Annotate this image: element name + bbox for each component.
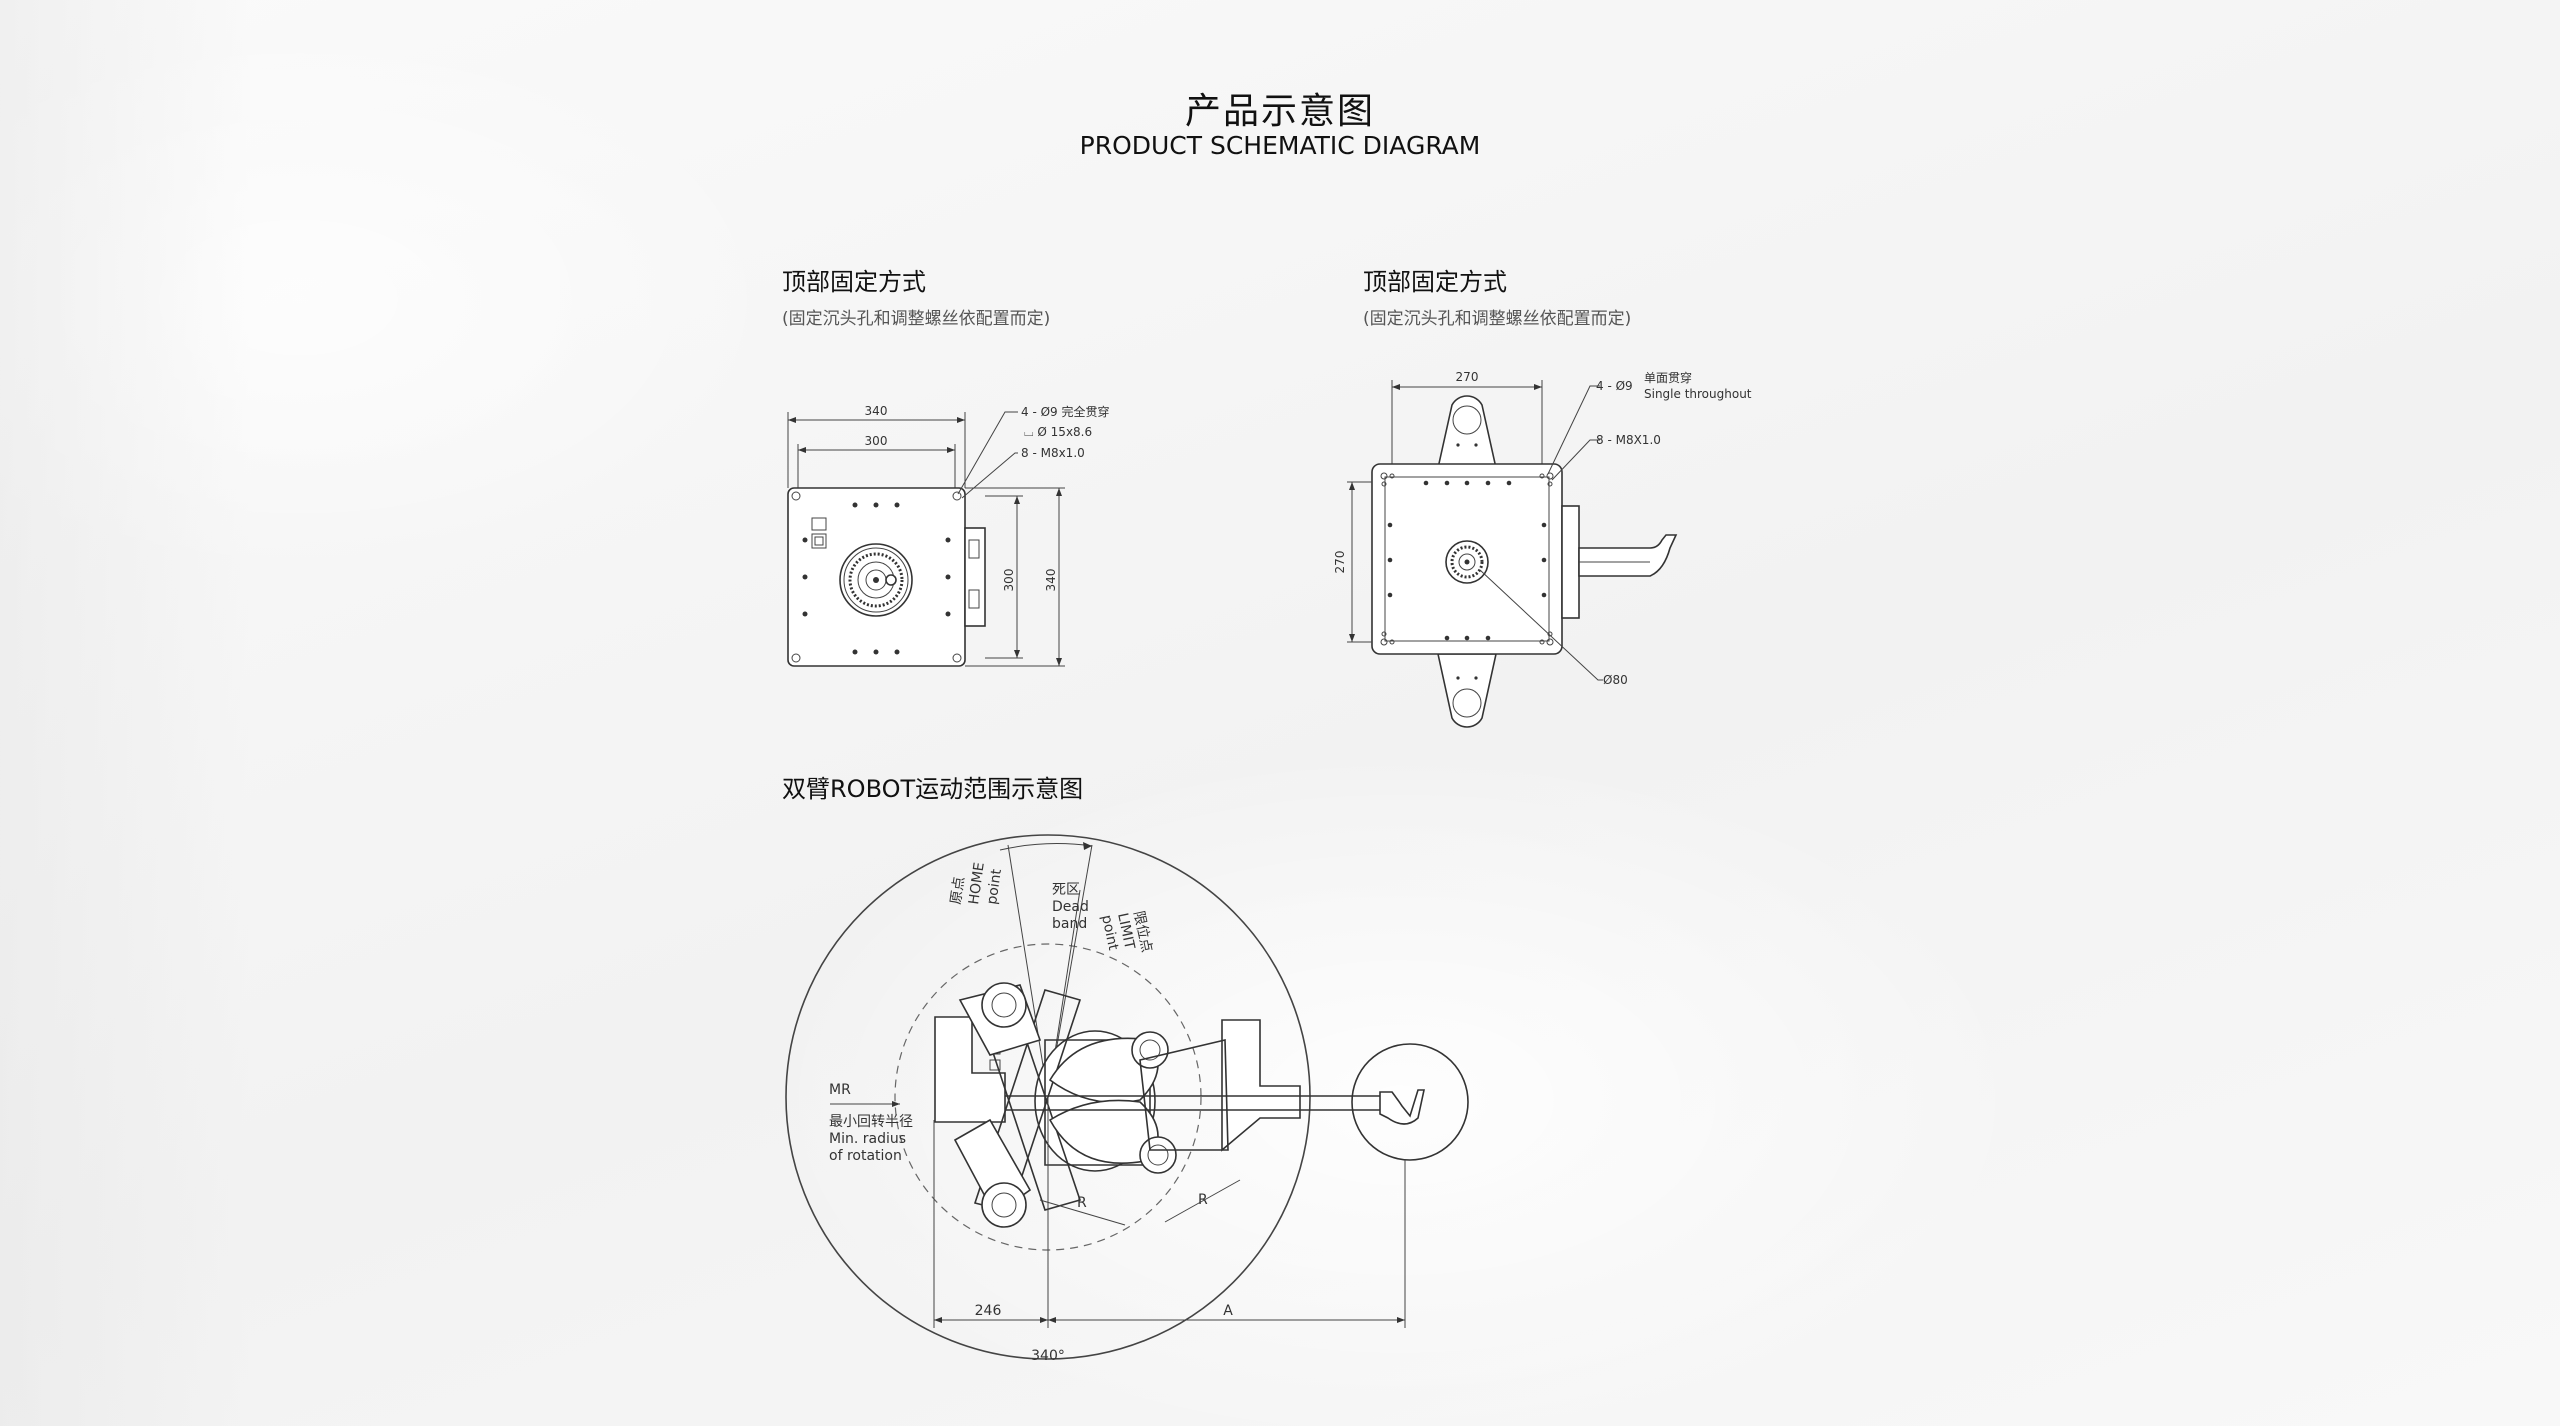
dim-270-top: 270 <box>1456 370 1479 384</box>
label-dead-en2: band <box>1052 916 1087 932</box>
left-section-title: 顶部固定方式 <box>782 268 926 296</box>
motion-section-title: 双臂ROBOT运动范围示意图 <box>782 775 1084 803</box>
left-section-subtitle: (固定沉头孔和调整螺丝依配置而定) <box>782 309 1051 329</box>
page-title-cn: 产品示意图 <box>1184 91 1375 132</box>
left-shade <box>0 0 250 1426</box>
left-mount-drawing: 340 300 <box>787 404 1110 667</box>
note-counterbore: ⌴ Ø 15x8.6 <box>1024 425 1092 439</box>
right-mount-drawing: 270 <box>1333 370 1752 728</box>
label-r-right: R <box>1198 1192 1208 1208</box>
note-8-m8: 8 - M8x1.0 <box>1021 446 1085 460</box>
label-limit-en2: point <box>1098 914 1121 953</box>
label-limit-en1: LIMIT <box>1114 912 1137 952</box>
label-a: A <box>1223 1303 1233 1319</box>
label-340deg: 340° <box>1031 1348 1065 1364</box>
label-dead-en1: Dead <box>1052 899 1089 915</box>
right-section-subtitle: (固定沉头孔和调整螺丝依配置而定) <box>1363 309 1632 329</box>
dim-270-side: 270 <box>1333 551 1347 574</box>
label-home-en2: point <box>984 867 1005 905</box>
label-minr-en1: Min. radius <box>829 1131 906 1147</box>
label-dead-cn: 死区 <box>1052 882 1080 898</box>
note-single-cn: 单面贯穿 <box>1644 370 1692 385</box>
label-home-cn: 原点 <box>948 876 968 906</box>
label-246: 246 <box>975 1303 1002 1319</box>
note-dia80: Ø80 <box>1603 673 1628 687</box>
label-mr: MR <box>829 1082 851 1098</box>
label-minr-en2: of rotation <box>829 1148 902 1164</box>
dim-300-top: 300 <box>865 434 888 448</box>
label-r-left: R <box>1077 1195 1087 1211</box>
motion-range-drawing: 原点 HOME point 死区 Dead band 限位点 LIMIT poi… <box>785 834 1469 1364</box>
dim-300-side: 300 <box>1002 569 1016 592</box>
dim-340-side: 340 <box>1044 569 1058 592</box>
note-r-8-m8: 8 - M8X1.0 <box>1596 433 1661 447</box>
label-home-en1: HOME <box>966 861 988 905</box>
right-section-title: 顶部固定方式 <box>1363 268 1507 296</box>
label-minr-cn: 最小回转半径 <box>829 1114 913 1130</box>
dim-340-top: 340 <box>865 404 888 418</box>
note-r-4-dia9: 4 - Ø9 <box>1596 379 1633 393</box>
note-4-dia9: 4 - Ø9 完全贯穿 <box>1021 404 1110 419</box>
page-title-en: PRODUCT SCHEMATIC DIAGRAM <box>1079 131 1481 160</box>
note-single-en: Single throughout <box>1644 387 1752 401</box>
